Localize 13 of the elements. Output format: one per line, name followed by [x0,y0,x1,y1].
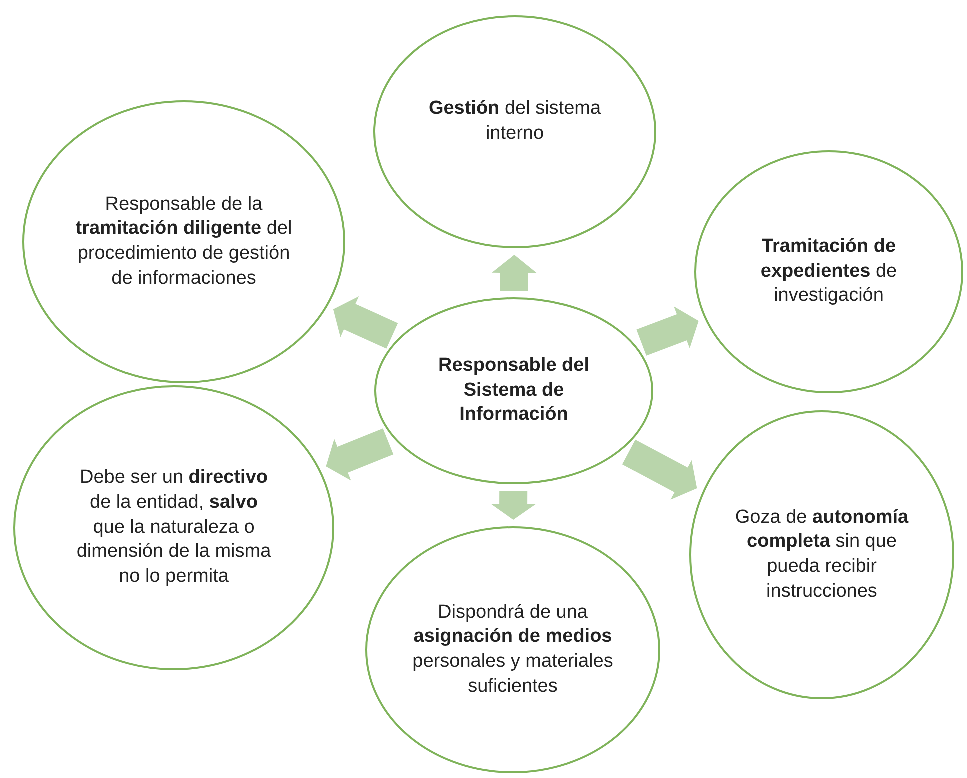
block-arrow [491,490,536,520]
node-text: Gestión del sistema interno [428,97,602,146]
node-text: Responsable del Sistema de Información [438,354,590,428]
node-text: Tramitación de expedientes de investigación [760,234,898,308]
block-arrow [622,440,698,500]
node-text: Goza de autonomía completa sin que pueda recibir instrucciones [734,506,910,604]
block-arrow [326,428,394,481]
block-arrow [636,306,699,356]
block-arrow [333,296,398,349]
node-text: Dispondrá de una asignación de medios personales y materiales suficientes [412,600,614,699]
node-text: Responsable de la tramitación diligente del procedimiento de gestión de informaciones [74,192,294,291]
node-text: Debe ser un directivo de la entidad, salvo que la naturaleza o dimensión de la misma no lo permita [76,466,272,590]
block-arrow [492,255,537,292]
